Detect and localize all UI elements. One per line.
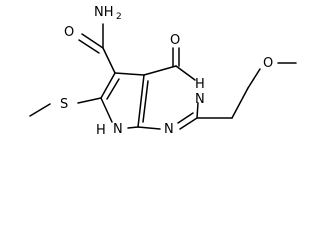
bond-c7a-c4a xyxy=(137,74,145,128)
bond-n1-c7a xyxy=(137,126,161,130)
ether-oxygen-label: O xyxy=(263,56,273,71)
bonds xyxy=(29,23,297,130)
bond-c4-n3 xyxy=(175,65,196,81)
bond-s-ch3 xyxy=(29,103,51,117)
sulfur-label: S xyxy=(60,97,68,112)
atom-labels: NH 2 O O N H N H N S O xyxy=(60,5,273,138)
bond-n3-c2 xyxy=(196,102,199,119)
n7-hydrogen-label: H xyxy=(96,123,106,138)
bond-camide-o-1 xyxy=(81,33,104,49)
bond-ch2-o xyxy=(247,68,261,89)
bond-c2-n1-inner xyxy=(177,112,194,124)
bond-c4a-c5 xyxy=(114,72,145,76)
bond-c6-s xyxy=(77,97,102,104)
amide-oxygen-label: O xyxy=(64,25,74,40)
bond-c5-c6-double xyxy=(100,72,116,99)
n3-hydrogen-label: H xyxy=(195,77,205,92)
structure-svg: NH 2 O O N H N H N S O xyxy=(29,5,297,138)
bond-ch2-ch2 xyxy=(231,87,249,119)
n3-label: N xyxy=(195,92,205,107)
bond-c2-n1-double xyxy=(179,117,198,130)
bond-camide-o-2 xyxy=(78,39,100,54)
bond-c6-n7 xyxy=(100,97,113,123)
bond-c4a-c4 xyxy=(143,65,177,76)
bond-n7-c7a xyxy=(127,126,139,129)
bond-c5-c6-inner xyxy=(106,78,120,100)
keto-oxygen-label: O xyxy=(170,33,180,48)
n1-label: N xyxy=(164,122,174,137)
n7-label: N xyxy=(113,122,123,137)
molecule-diagram: NH 2 O O N H N H N S O xyxy=(29,5,297,138)
bond-c5-camide xyxy=(102,47,116,74)
amide-nh2-subscript: 2 xyxy=(116,12,122,22)
amide-nh2-label: NH xyxy=(94,5,114,20)
bond-c7a-c4a-inner xyxy=(142,80,149,123)
